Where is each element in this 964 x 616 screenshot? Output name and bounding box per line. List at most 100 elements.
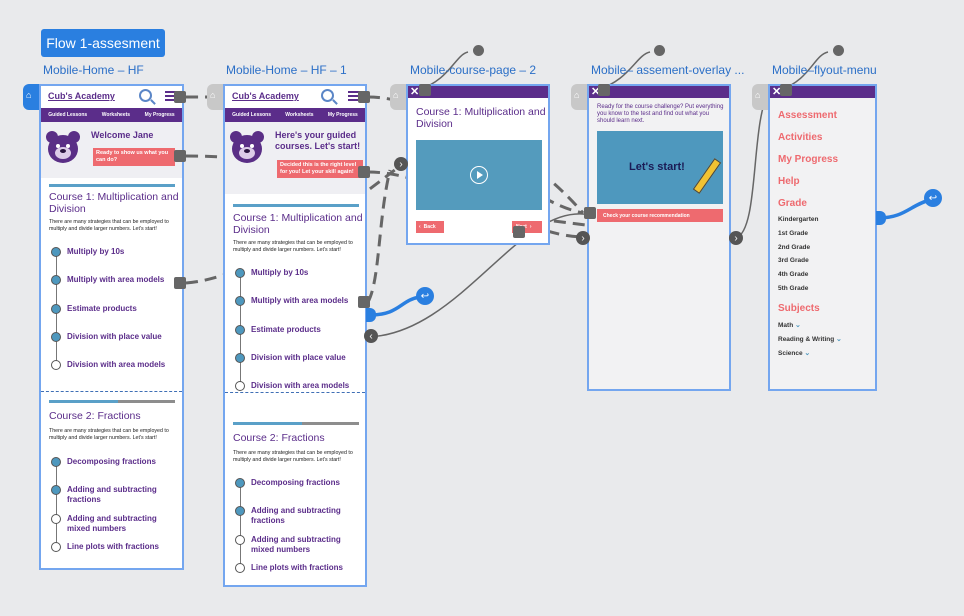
grade-2nd[interactable]: 2nd Grade (778, 244, 811, 251)
search-icon[interactable] (139, 89, 152, 102)
subject-math[interactable]: Math ⌄ (778, 322, 801, 329)
course1-item-5[interactable]: Division with area models (67, 360, 166, 369)
home-stub-4[interactable]: ⌂ (571, 84, 587, 110)
menu-icon[interactable] (165, 91, 177, 101)
course-recommendation-button[interactable]: Check your course recommendation (597, 209, 723, 222)
frame-assessment-overlay[interactable]: ✕ Ready for the course challenge? Put ev… (587, 84, 731, 391)
course2-item-4[interactable]: Line plots with fractions (67, 542, 160, 551)
course1-item-4[interactable]: Division with place value (251, 353, 346, 362)
close-icon[interactable]: ✕ (410, 86, 420, 98)
connector-endpoint[interactable] (833, 45, 844, 56)
chevron-right-icon[interactable]: › (394, 157, 408, 171)
link-endpoint[interactable] (366, 308, 376, 322)
course1-item-2[interactable]: Multiply with area models (251, 296, 349, 305)
course2-item-3[interactable]: Adding and subtracting mixed numbers (251, 535, 341, 554)
course-video[interactable] (416, 140, 542, 210)
lets-start-banner[interactable]: Let's start! (597, 131, 723, 204)
home-stub-2[interactable]: ⌂ (207, 84, 223, 110)
course1-item-4[interactable]: Division with place value (67, 332, 162, 341)
course1-title[interactable]: Course 1: Multiplication and Division (49, 191, 179, 215)
course2-title[interactable]: Course 2: Fractions (49, 410, 141, 422)
frame-course-page[interactable]: ✕ Course 1: Multiplication and Division … (406, 84, 550, 245)
course2-item-4[interactable]: Line plots with fractions (251, 563, 344, 572)
back-button[interactable]: ‹ Back (416, 221, 444, 233)
connector-handle[interactable] (174, 91, 186, 103)
menu-assessment[interactable]: Assessment (778, 110, 837, 121)
grade-4th[interactable]: 4th Grade (778, 271, 809, 278)
connector-handle[interactable] (174, 150, 186, 162)
home-stub-3[interactable]: ⌂ (390, 84, 406, 110)
link-endpoint[interactable] (876, 211, 886, 225)
app-logo[interactable]: Cub's Academy (48, 91, 115, 101)
menu-icon[interactable] (348, 91, 360, 101)
course1-item-1[interactable]: Multiply by 10s (67, 247, 125, 256)
course1-title[interactable]: Course 1: Multiplication and Division (233, 212, 363, 236)
close-icon[interactable]: ✕ (591, 86, 601, 98)
connector-handle[interactable] (584, 207, 596, 219)
nav-my-progress[interactable]: My Progress (144, 112, 175, 118)
app-logo[interactable]: Cub's Academy (232, 91, 299, 101)
subject-reading-writing[interactable]: Reading & Writing ⌄ (778, 336, 842, 343)
nav-worksheets[interactable]: Worksheets (101, 112, 131, 118)
connector-handle[interactable] (358, 296, 370, 308)
connector-handle[interactable] (358, 166, 370, 178)
level-prompt[interactable]: Decided this is the right level for you!… (277, 160, 363, 178)
connector-handle[interactable] (780, 84, 792, 96)
course2-dot-4 (51, 542, 61, 552)
frame-flyout-menu[interactable]: ✕ Assessment Activities My Progress Help… (768, 84, 877, 391)
grade-1st[interactable]: 1st Grade (778, 230, 808, 237)
course2-item-1[interactable]: Decomposing fractions (67, 457, 156, 466)
frame-mobile-home-1[interactable]: Cub's Academy Guided Lessons Worksheets … (223, 84, 367, 587)
course2-title[interactable]: Course 2: Fractions (233, 432, 325, 444)
flow-title-badge[interactable]: Flow 1-assesment (41, 29, 165, 57)
course1-item-2[interactable]: Multiply with area models (67, 275, 165, 284)
course1-item-3[interactable]: Estimate products (251, 325, 321, 334)
nav-my-progress[interactable]: My Progress (327, 112, 358, 118)
menu-my-progress[interactable]: My Progress (778, 154, 839, 165)
menu-help[interactable]: Help (778, 176, 800, 187)
nav-worksheets[interactable]: Worksheets (285, 112, 314, 118)
frame-label-home-1[interactable]: Mobile-Home – HF – 1 (226, 63, 347, 77)
connector-handle[interactable] (598, 84, 610, 96)
back-icon[interactable]: ↩ (924, 189, 942, 207)
course1-item-5[interactable]: Division with area models (251, 381, 350, 390)
chevron-right-icon[interactable]: › (729, 231, 743, 245)
course1-item-1[interactable]: Multiply by 10s (251, 268, 309, 277)
grade-kindergarten[interactable]: Kindergarten (778, 216, 819, 223)
home-stub-5[interactable]: ⌂ (752, 84, 768, 110)
connector-endpoint[interactable] (654, 45, 665, 56)
close-icon[interactable]: ✕ (772, 86, 782, 98)
frame-label-flyout[interactable]: Mobile–flyout-menu (772, 63, 877, 77)
connector-endpoint[interactable] (473, 45, 484, 56)
connector-handle[interactable] (174, 277, 186, 289)
frame-label-course-page[interactable]: Mobile-course-page – 2 (410, 63, 537, 77)
frame-mobile-home[interactable]: Cub's Academy Guided Lessons Worksheets … (39, 84, 184, 570)
nav-guided-lessons[interactable]: Guided Lessons (232, 112, 272, 118)
course2-item-2[interactable]: Adding and subtracting fractions (67, 485, 157, 504)
course2-item-3[interactable]: Adding and subtracting mixed numbers (67, 514, 157, 533)
home-icon: ⌂ (574, 90, 580, 100)
home-stub-1[interactable]: ⌂ (23, 84, 39, 110)
back-icon[interactable]: ↩ (416, 287, 434, 305)
frame-label-overlay[interactable]: Mobile– assement-overlay ... (591, 63, 745, 77)
home-icon: ⌂ (755, 90, 761, 100)
course2-item-2[interactable]: Adding and subtracting fractions (251, 506, 341, 525)
course1-item-3[interactable]: Estimate products (67, 304, 137, 313)
grade-5th[interactable]: 5th Grade (778, 285, 809, 292)
course2-item-1[interactable]: Decomposing fractions (251, 478, 340, 487)
menu-activities[interactable]: Activities (778, 132, 823, 143)
search-icon[interactable] (321, 89, 334, 102)
subject-science[interactable]: Science ⌄ (778, 350, 811, 357)
course2-desc: There are many strategies that can be em… (49, 428, 169, 441)
chevron-left-icon[interactable]: ‹ (364, 329, 378, 343)
connector-handle[interactable] (513, 226, 525, 238)
frame-label-home[interactable]: Mobile-Home – HF (43, 63, 144, 77)
course2-dot-4 (235, 563, 245, 573)
chevron-right-icon[interactable]: › (576, 231, 590, 245)
connector-handle[interactable] (358, 91, 370, 103)
nav-guided-lessons[interactable]: Guided Lessons (48, 112, 88, 118)
ready-prompt[interactable]: Ready to show us what you can do? (93, 148, 175, 166)
play-icon[interactable] (470, 166, 488, 184)
connector-handle[interactable] (419, 84, 431, 96)
grade-3rd[interactable]: 3rd Grade (778, 257, 809, 264)
